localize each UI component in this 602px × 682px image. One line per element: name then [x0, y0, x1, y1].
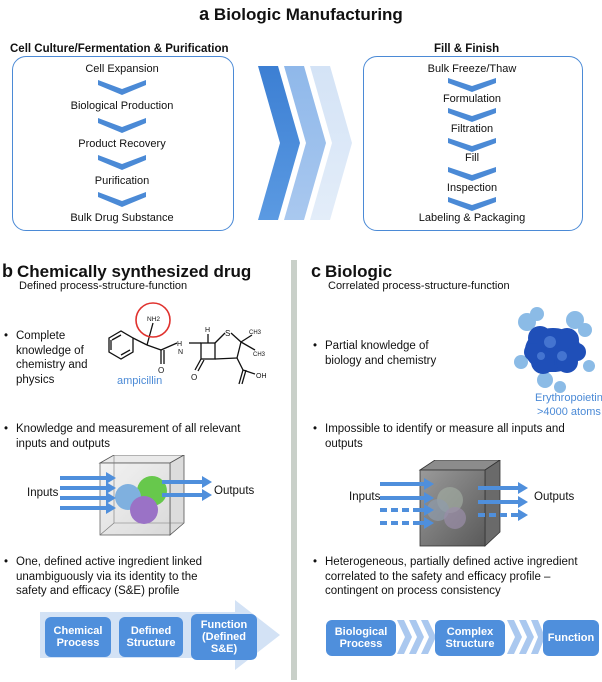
left-step-3: Product Recovery [78, 138, 166, 150]
right-step-2: Formulation [442, 93, 502, 105]
panel-b-cube-diagram [60, 455, 212, 536]
o-label: O [158, 366, 164, 375]
n-label: N [178, 349, 183, 356]
big-chevron-right-icon [310, 66, 352, 220]
chevron-down-icon [448, 197, 496, 211]
oh-label: OH [256, 373, 267, 380]
nh2-label: NH2 [147, 316, 160, 323]
right-chevrons [448, 78, 496, 211]
nh2-highlight-circle [135, 302, 171, 338]
ch3-label: CH3 [249, 330, 262, 336]
panel-b-outputs-label: Outputs [214, 485, 255, 497]
o-label: O [191, 373, 197, 382]
right-column-heading: Fill & Finish [434, 43, 500, 55]
panel-c-bullet-1: • Partial knowledge of biology and chemi… [313, 340, 437, 367]
chevron-down-icon [98, 192, 146, 207]
gear-icon [427, 499, 449, 521]
h-label: H [205, 327, 210, 334]
chevron-down-icon [448, 108, 496, 122]
panel-c-inputs-label: Inputs [349, 491, 381, 503]
chevron-down-icon [98, 155, 146, 170]
right-step-4: Fill [464, 152, 480, 164]
s-label: S [225, 329, 230, 338]
function-box: Function [543, 620, 599, 656]
ch3-label: CH3 [253, 352, 266, 358]
panel-b-bullet-3: • One, defined active ingredient linked … [4, 556, 203, 597]
left-column-heading: Cell Culture/Fermentation & Purification [10, 43, 229, 55]
big-chevron-right-icon [258, 66, 300, 220]
panel-c-bullet-2: • Impossible to identify or measure all … [313, 423, 565, 450]
chevron-down-icon [448, 167, 496, 181]
ampicillin-label: ampicillin [117, 375, 163, 387]
chevron-down-icon [98, 118, 146, 133]
gear-icon [130, 496, 158, 524]
left-step-1: Cell Expansion [85, 63, 159, 75]
left-chevrons [98, 80, 146, 207]
erythropoietin-label: Erythropoietin >4000 atoms [535, 392, 602, 418]
left-step-2: Biological Production [70, 100, 174, 112]
ampicillin-structure: NH2 H N H S CH3 CH3 O O OH [108, 302, 267, 385]
left-step-5: Bulk Drug Substance [70, 212, 174, 224]
panel-a-title: a Biologic Manufacturing [199, 4, 403, 24]
panel-c-flow-chevrons [397, 620, 545, 654]
panel-b-subtitle: Defined process-structure-function [19, 280, 188, 292]
panel-c-cube-diagram [380, 460, 528, 547]
right-step-5: Inspection [446, 182, 498, 194]
gear-icon [444, 507, 466, 529]
erythropoietin-structure [514, 307, 595, 393]
left-step-4: Purification [94, 175, 150, 187]
right-step-3: Filtration [450, 123, 494, 135]
panel-c-outputs-label: Outputs [534, 491, 575, 503]
panel-b-inputs-label: Inputs [27, 487, 59, 499]
right-step-1: Bulk Freeze/Thaw [427, 63, 517, 75]
panel-divider [291, 260, 297, 680]
big-chevron-right-icon [284, 66, 326, 220]
chevron-down-icon [448, 138, 496, 152]
right-step-6: Labeling & Packaging [418, 212, 526, 224]
h-label: H [177, 341, 182, 348]
panel-c-subtitle: Correlated process-structure-function [328, 280, 510, 292]
panel-c-bullet-3: • Heterogeneous, partially defined activ… [313, 556, 578, 597]
panel-b-bullet-1: • Complete knowledge of chemistry and ph… [4, 330, 88, 386]
chevron-down-icon [448, 78, 496, 92]
chevron-down-icon [98, 80, 146, 95]
panel-b-bullet-2: • Knowledge and measurement of all relev… [4, 423, 241, 450]
right-process-box [363, 56, 583, 231]
